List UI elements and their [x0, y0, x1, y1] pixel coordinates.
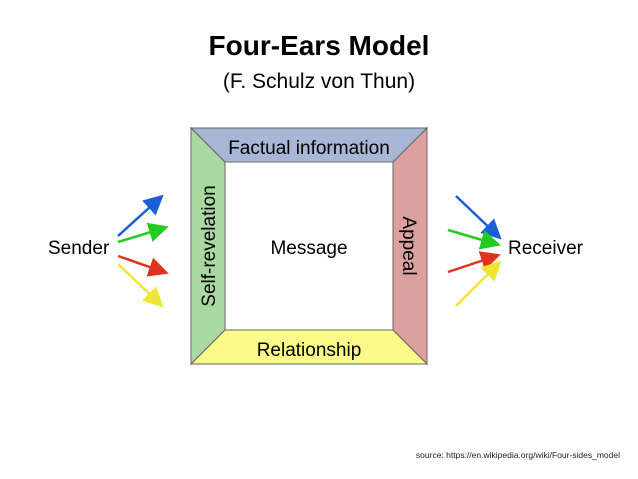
- page-title: Four-Ears Model: [208, 30, 430, 61]
- label-message: Message: [270, 238, 347, 259]
- sender-arrow-red: [117, 254, 169, 277]
- sender-arrow-yellow: [117, 263, 164, 308]
- sender-arrow-blue: [117, 194, 164, 237]
- label-factual-information: Factual information: [228, 138, 390, 159]
- label-sender: Sender: [48, 238, 110, 259]
- page-subtitle: (F. Schulz von Thun): [222, 70, 416, 93]
- receiver-arrow-yellow: [455, 260, 502, 307]
- receiver-arrow-green: [447, 228, 501, 250]
- sender-arrow-green: [117, 222, 169, 244]
- label-relationship: Relationship: [257, 340, 362, 361]
- receiver-arrow-red: [447, 251, 501, 274]
- label-receiver: Receiver: [508, 238, 584, 259]
- label-self-revelation: Self-revelation: [199, 185, 220, 306]
- label-appeal: Appeal: [398, 216, 419, 275]
- receiver-arrow-blue: [455, 195, 502, 240]
- message-box: [224, 161, 394, 331]
- source-citation: source: https://en.wikipedia.org/wiki/Fo…: [415, 450, 620, 460]
